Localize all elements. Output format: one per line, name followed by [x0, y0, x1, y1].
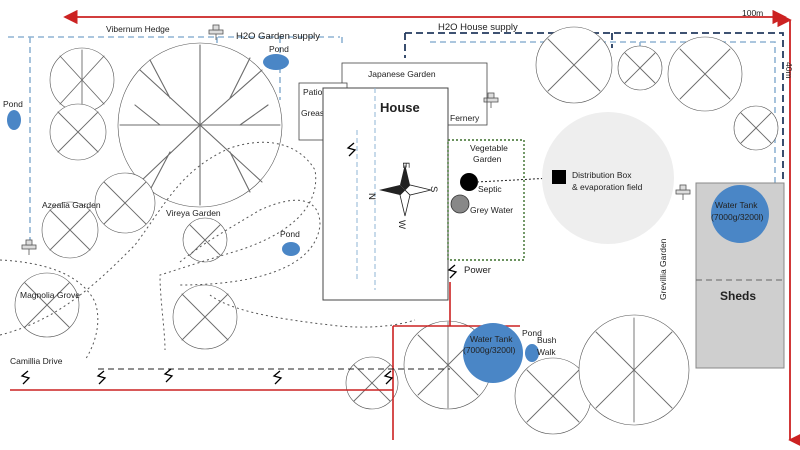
pond-icon	[525, 344, 539, 362]
distribution-box-icon	[552, 170, 566, 184]
house-supply-pipe-internal	[356, 88, 376, 290]
water-tank-center-icon	[463, 323, 523, 383]
compass-e: S	[428, 186, 439, 192]
house-label: House	[380, 100, 420, 115]
grey-water-tank-icon	[450, 194, 470, 214]
tap-icon	[675, 184, 691, 200]
compass-rose-icon: E N S W	[366, 162, 439, 229]
water-tank-right-label: Water Tank	[715, 200, 758, 210]
pond-icon	[7, 110, 21, 130]
tree-icon	[345, 356, 399, 410]
magnolia-grove-label: Magnolia Grove	[20, 290, 80, 300]
tree-icon	[182, 217, 228, 263]
grey-water-label: Grey Water	[470, 205, 513, 215]
house-supply-label: H2O House supply	[438, 22, 518, 33]
power-label: Power	[464, 265, 491, 276]
garden-supply-pipe	[8, 36, 343, 245]
sheds-label: Sheds	[720, 289, 756, 303]
evaporation-field-label: & evaporation field	[572, 182, 643, 192]
tree-icon	[14, 272, 80, 338]
tree-icon	[578, 314, 690, 426]
pond-label: Pond	[280, 229, 300, 239]
pond-label: Pond	[3, 99, 23, 109]
water-tank-right-icon	[711, 185, 769, 243]
septic-drain-line	[476, 177, 553, 183]
tap-icon	[483, 92, 499, 108]
tree-icon	[172, 284, 238, 350]
tree-icon	[535, 26, 613, 104]
septic-tank-icon	[460, 173, 478, 191]
pond-icon	[263, 54, 289, 70]
compass-s: W	[396, 220, 407, 229]
vegetable-garden-label-2: Garden	[473, 154, 502, 164]
tree-canopy-group	[14, 26, 779, 435]
garden-supply-label: H2O Garden supply	[236, 31, 320, 42]
tree-icon	[667, 36, 743, 112]
bush-walk-label-2: Walk	[537, 347, 556, 357]
tree-icon	[94, 172, 156, 234]
pond-label: Pond	[522, 328, 542, 338]
compass-w: N	[366, 193, 377, 200]
tree-icon	[617, 45, 663, 91]
pond-label: Pond	[269, 44, 289, 54]
bush-walk-label-1: Bush	[537, 335, 557, 345]
evaporation-field-area	[542, 112, 674, 244]
septic-label: Septic	[478, 184, 502, 194]
vireya-garden-label: Vireya Garden	[166, 208, 221, 218]
height-dimension-label: 40m	[784, 62, 794, 79]
tree-icon	[49, 103, 107, 161]
house-building	[322, 87, 449, 301]
vegetable-garden-label-1: Vegetable	[470, 143, 508, 153]
azalea-garden-label: Azealia Garden	[42, 200, 101, 210]
tree-icon	[49, 47, 115, 113]
fernery-label: Fernery	[450, 113, 480, 123]
width-dimension-label: 100m	[742, 8, 763, 18]
pond-icon	[282, 242, 300, 256]
power-line	[10, 282, 520, 440]
garden-path	[0, 141, 317, 351]
large-tree-icon	[117, 42, 283, 208]
water-tank-center-capacity: (7000g/3200l)	[463, 345, 516, 355]
japanese-garden-label: Japanese Garden	[368, 69, 436, 79]
garden-path	[0, 199, 321, 361]
tap-icon	[21, 239, 37, 255]
patio-label: Patio	[303, 87, 323, 97]
tree-icon	[41, 201, 99, 259]
compass-n: E	[400, 162, 411, 168]
grevillia-garden-label: Grevillia Garden	[658, 238, 668, 300]
distribution-box-label: Distribution Box	[572, 170, 632, 180]
hedge-label: Vibernum Hedge	[106, 24, 170, 34]
tap-icon	[208, 24, 224, 40]
tree-icon	[733, 105, 779, 151]
water-tank-center-label: Water Tank	[470, 334, 513, 344]
vegetable-garden-area	[447, 139, 525, 261]
water-tank-right-capacity: (7000g/3200l)	[711, 212, 764, 222]
camellia-drive-label: Camillia Drive	[10, 356, 63, 366]
